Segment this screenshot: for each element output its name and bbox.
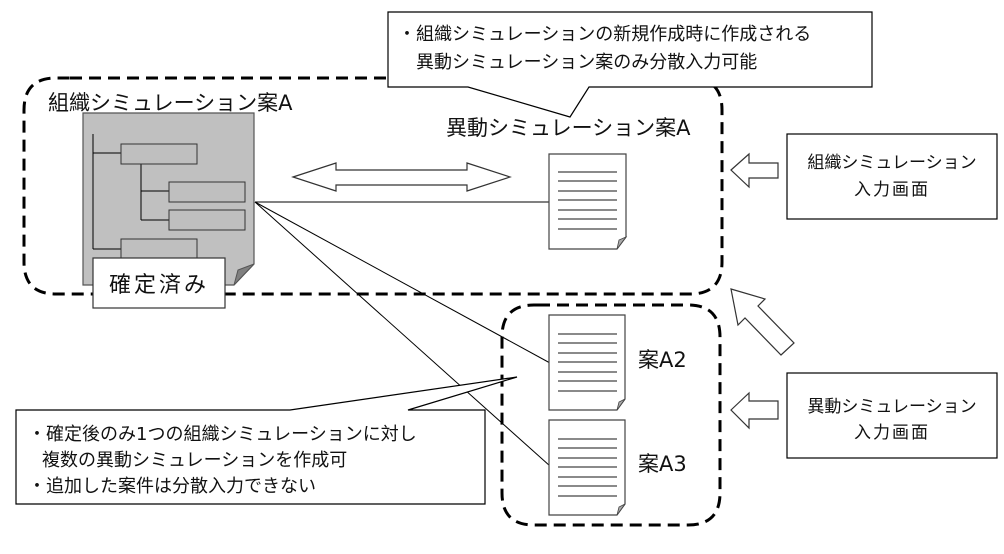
plan-a2-label: 案A2 — [638, 348, 687, 372]
org-chart-node — [120, 143, 198, 165]
bottom-callout-line3: ・追加した案件は分散入力できない — [28, 476, 316, 497]
transfer-input-screen-box — [786, 372, 998, 459]
top-callout-line2: 異動シミュレーション案のみ分散入力可能 — [416, 52, 757, 73]
org-simulation-label: 組織シミュレーション案A — [48, 91, 293, 115]
org-chart-node — [120, 238, 198, 260]
confirmed-badge-label: 確定済み — [109, 273, 209, 298]
plan-a3-label: 案A3 — [638, 452, 687, 476]
bottom-callout-line1: ・確定後のみ1つの組織シミュレーションに対し — [28, 424, 417, 445]
transfer-simulation-label: 異動シミュレーション案A — [446, 116, 691, 140]
top-callout-line1: ・組織シミュレーションの新規作成時に作成される — [398, 24, 811, 45]
link-line-to-plan-a2 — [254, 201, 551, 364]
org-chart-node — [168, 181, 246, 203]
bidirectional-arrow-icon — [291, 162, 512, 192]
org-input-screen-box — [786, 133, 998, 220]
bottom-callout-box — [15, 376, 518, 505]
top-callout-box — [387, 11, 873, 118]
confirmed-badge-box — [92, 257, 226, 309]
left-arrow-icon — [730, 152, 779, 189]
diagonal-arrow-icon — [730, 288, 795, 356]
bottom-callout-line2: 複数の異動シミュレーションを作成可 — [42, 450, 347, 471]
transfer-input-screen-label-line2: 入力画面 — [854, 423, 930, 443]
plan-a3-document — [548, 419, 626, 516]
org-simulation-document — [82, 112, 255, 286]
org-chart-node — [168, 209, 246, 231]
additional-plans-group-border — [500, 303, 722, 527]
transfer-simulation-document — [548, 153, 628, 250]
main-group-border — [22, 76, 724, 296]
org-input-screen-label-line1: 組織シミュレーション — [807, 153, 976, 173]
transfer-input-screen-label-line1: 異動シミュレーション — [807, 397, 976, 417]
org-input-screen-label-line2: 入力画面 — [854, 180, 930, 200]
link-line-to-plan-a3 — [254, 201, 551, 467]
plan-a2-document — [548, 314, 626, 411]
left-arrow-icon — [730, 391, 779, 430]
